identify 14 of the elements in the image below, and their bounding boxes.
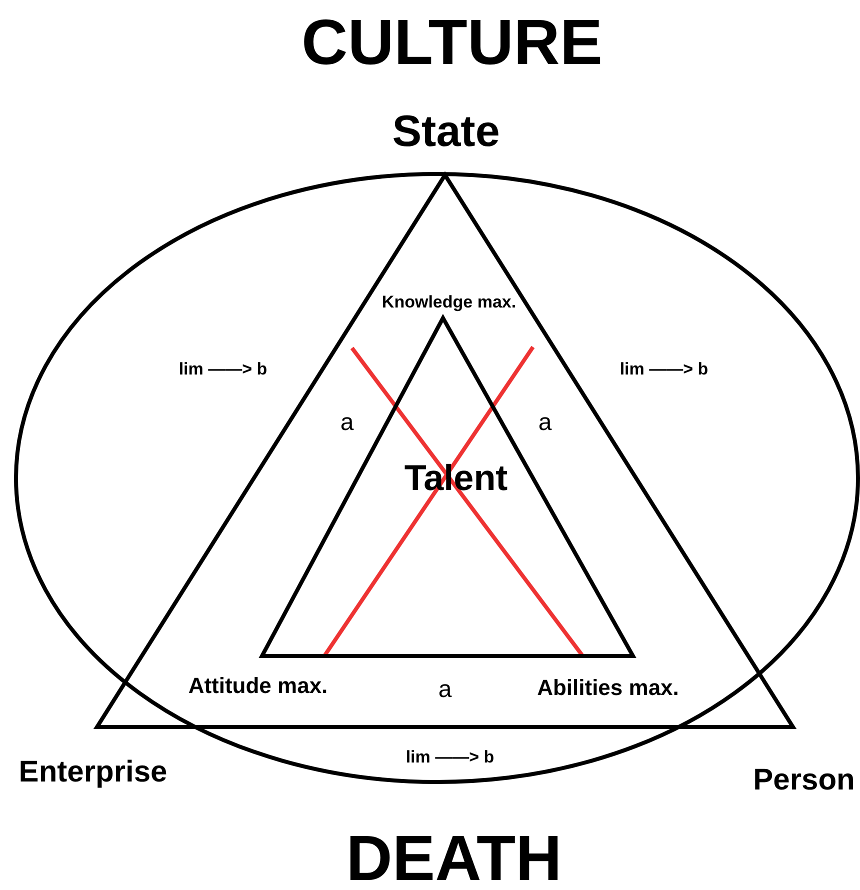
limit-note: lim ——> b <box>620 360 708 380</box>
vertex-label: Knowledge max. <box>382 294 516 312</box>
vertex-label: Enterprise <box>18 756 168 788</box>
limit-note: lim ——> b <box>406 748 494 768</box>
title: CULTURE <box>302 6 602 78</box>
side-label: a <box>340 410 354 436</box>
side-label: a <box>538 410 552 436</box>
vertex-label: State <box>392 108 500 156</box>
side-label: a <box>438 676 452 704</box>
caption: DEATH <box>346 822 562 890</box>
vertex-label: Abilities max. <box>537 676 679 700</box>
vertex-label: Person <box>753 764 855 796</box>
limit-note: lim ——> b <box>178 360 268 380</box>
vertex-label: Attitude max. <box>188 674 328 698</box>
